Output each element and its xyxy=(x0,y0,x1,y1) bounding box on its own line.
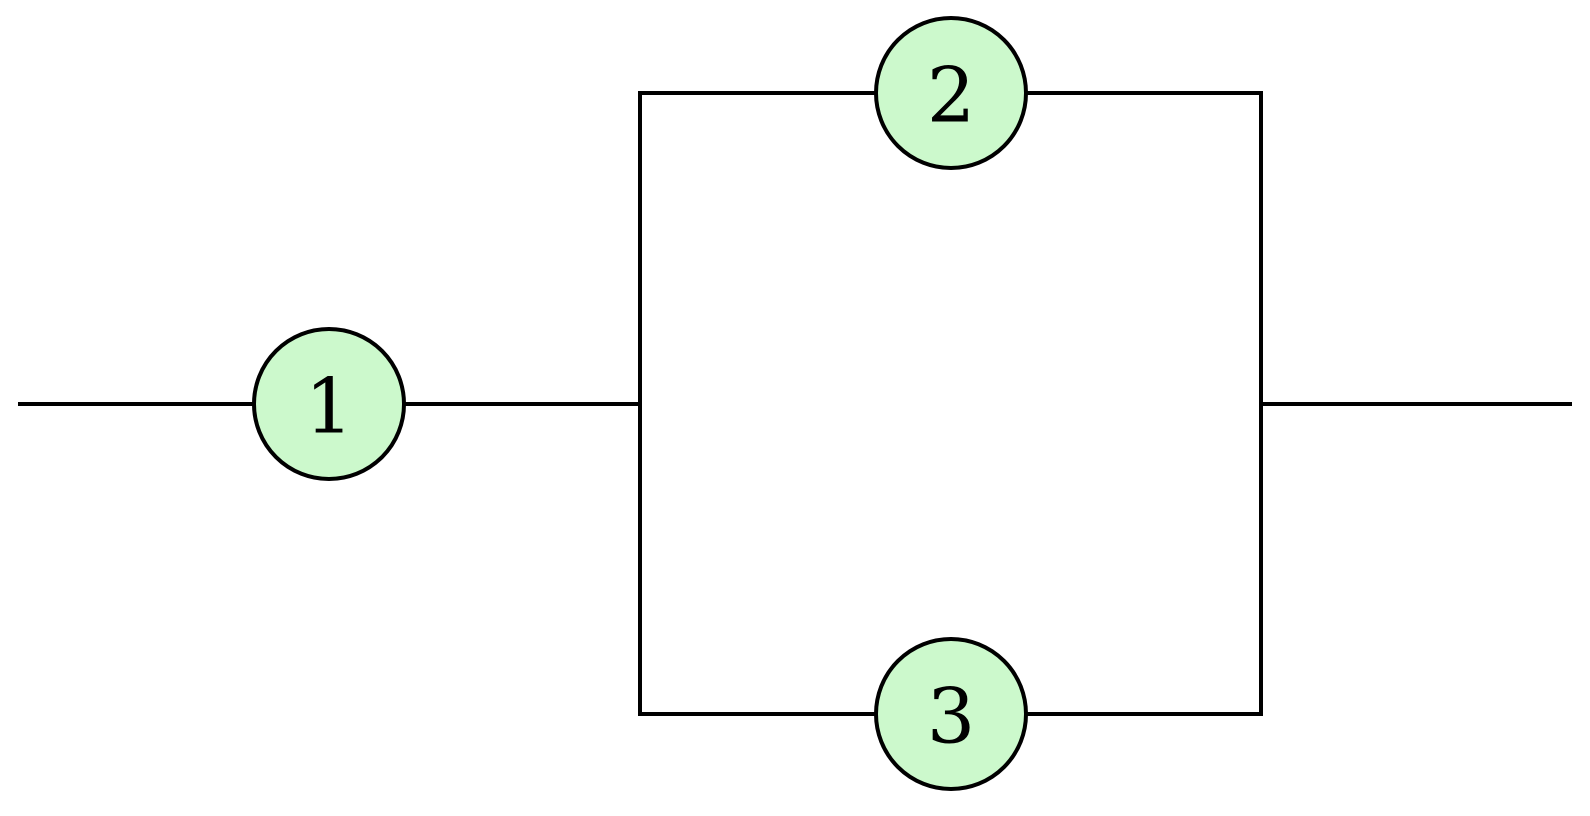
node-2: 2 xyxy=(874,16,1028,170)
node-2-circle xyxy=(874,16,1028,170)
node-1-circle xyxy=(252,327,406,481)
node-3-label: 3 xyxy=(927,672,975,761)
node-3-circle xyxy=(874,637,1028,791)
node-3: 3 xyxy=(874,637,1028,791)
node-1-label: 1 xyxy=(305,362,353,451)
node-2-label: 2 xyxy=(927,51,975,140)
node-1: 1 xyxy=(252,327,406,481)
